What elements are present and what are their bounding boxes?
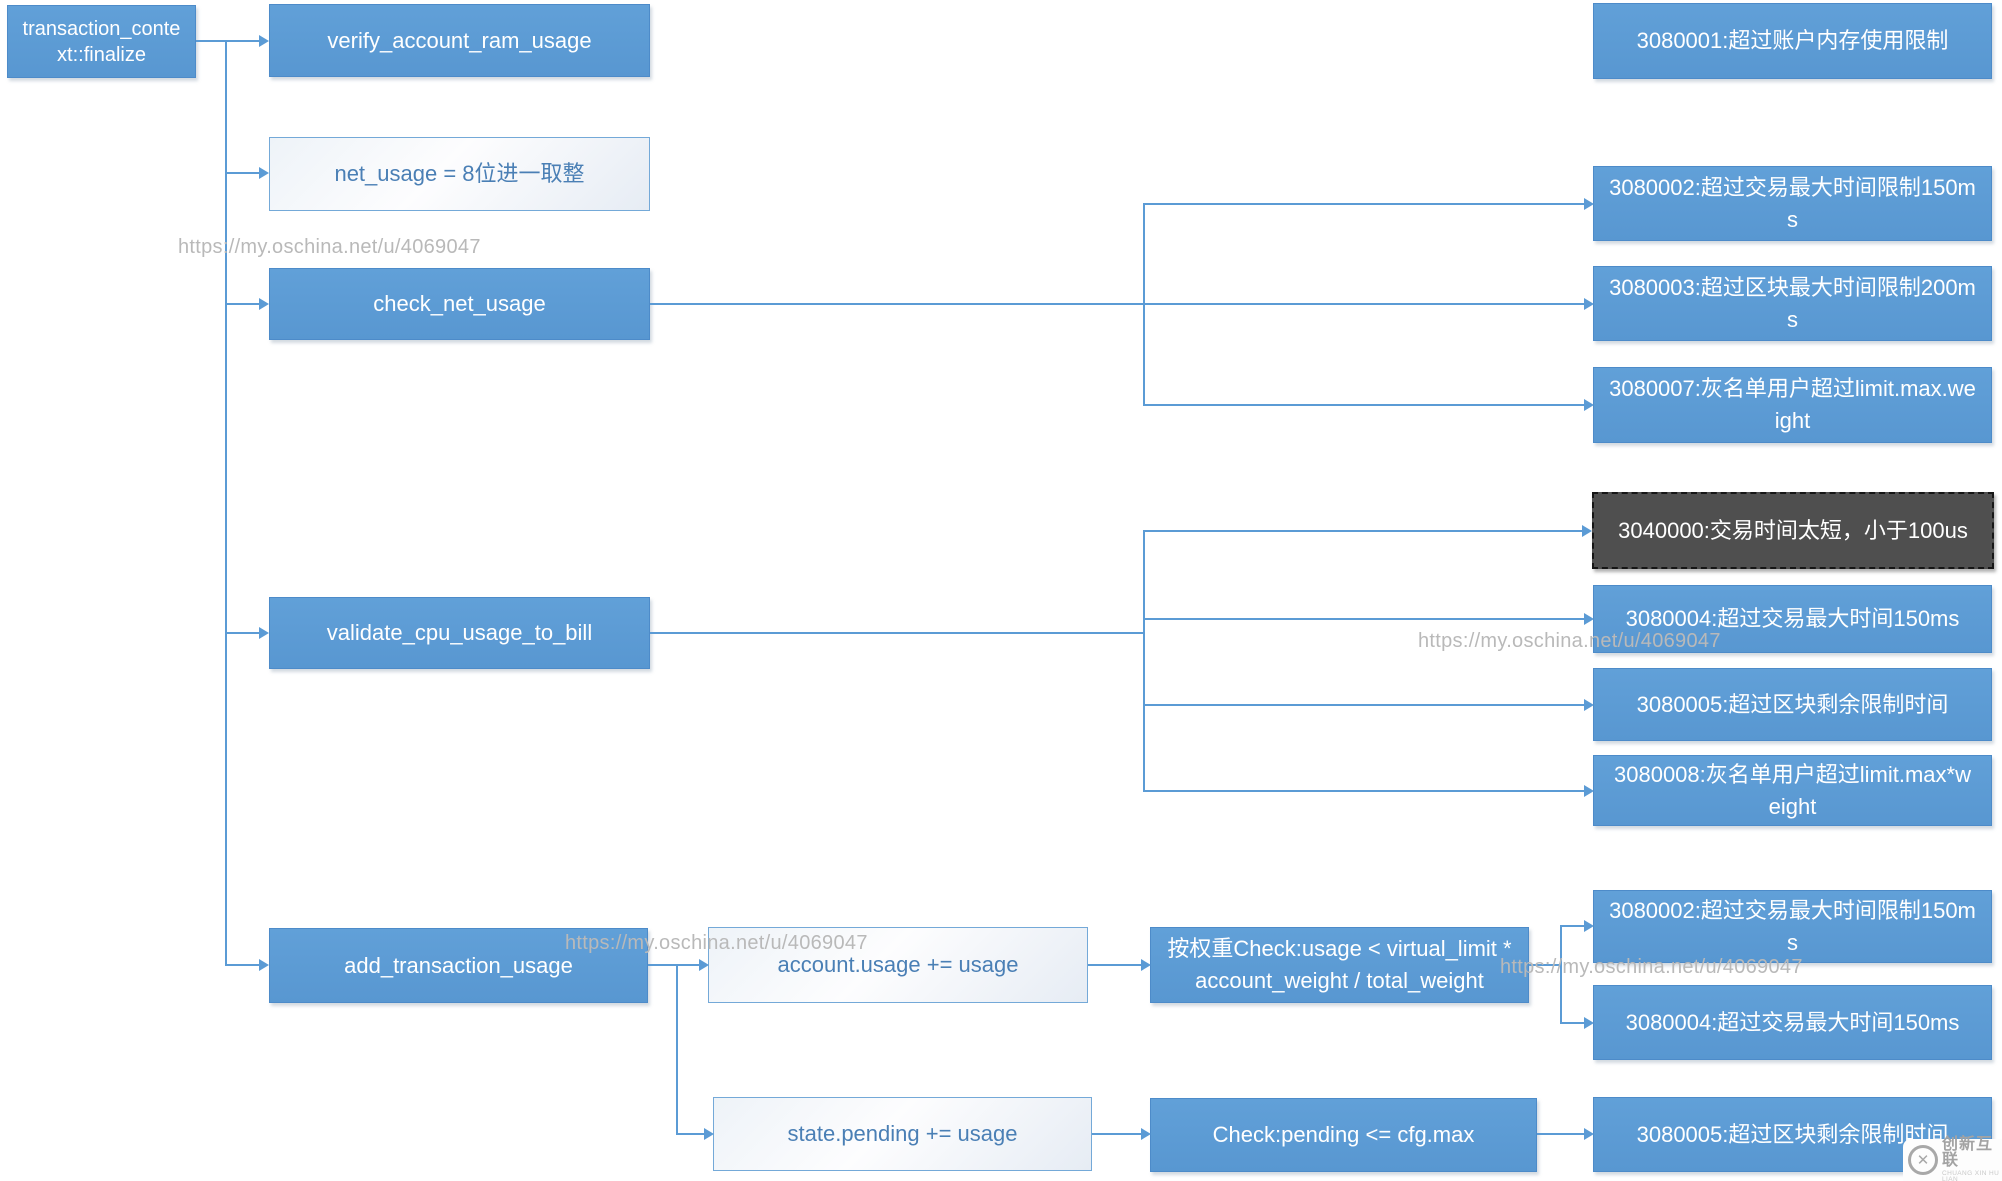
connector-line (1143, 203, 1584, 205)
arrow-icon (1584, 613, 1594, 625)
arrow-icon (1584, 699, 1594, 711)
node-add-transaction-usage: add_transaction_usage (269, 928, 648, 1003)
arrow-icon (1584, 1017, 1594, 1029)
connector-line (225, 632, 259, 634)
connector-line (196, 40, 260, 42)
arrow-icon (699, 959, 709, 971)
circle-x-logo-icon: ✕ (1908, 1145, 1938, 1175)
node-net-usage-round: net_usage = 8位进一取整 (269, 137, 650, 211)
connector-line (1143, 530, 1583, 532)
error-3080004-tx-max-time-2: 3080004:超过交易最大时间150ms (1593, 985, 1992, 1060)
error-3080002-tx-time: 3080002:超过交易最大时间限制150ms (1593, 166, 1992, 241)
arrow-icon (704, 1128, 714, 1140)
arrow-icon (259, 35, 269, 47)
connector-line (1143, 404, 1584, 406)
connector-line (225, 303, 259, 305)
arrow-icon (259, 167, 269, 179)
error-3080002-tx-time-2: 3080002:超过交易最大时间限制150ms (1593, 890, 1992, 963)
arrow-icon (1584, 399, 1594, 411)
error-3080001: 3080001:超过账户内存使用限制 (1593, 3, 1992, 79)
connector-line (1092, 1133, 1141, 1135)
error-3080007-greylist: 3080007:灰名单用户超过limit.max.weight (1593, 367, 1992, 443)
logo-subtitle: CHUANG XIN HU LIAN (1942, 1169, 2000, 1181)
connector-line (676, 1133, 704, 1135)
site-logo: ✕ 创新互联 CHUANG XIN HU LIAN (1903, 1135, 2002, 1181)
connector-line (1088, 964, 1141, 966)
connector-line (650, 303, 1143, 305)
connector-line (225, 41, 227, 965)
watermark-url: https://my.oschina.net/u/4069047 (1500, 956, 1803, 978)
node-verify-account-ram-usage: verify_account_ram_usage (269, 4, 650, 77)
error-3080003-block-time: 3080003:超过区块最大时间限制200ms (1593, 266, 1992, 341)
arrow-icon (1584, 298, 1594, 310)
node-pending-check: Check:pending <= cfg.max (1150, 1098, 1537, 1172)
connector-line (1143, 704, 1584, 706)
arrow-icon (1584, 198, 1594, 210)
connector-line (1537, 1133, 1584, 1135)
arrow-icon (1582, 525, 1592, 537)
connector-line (1560, 1022, 1584, 1024)
arrow-icon (259, 959, 269, 971)
connector-line (1143, 531, 1145, 791)
connector-line (1560, 926, 1562, 1023)
connector-line (676, 964, 678, 1134)
connector-line (225, 172, 259, 174)
arrow-icon (1141, 1128, 1151, 1140)
watermark-url: https://my.oschina.net/u/4069047 (1418, 630, 1721, 652)
connector-line (1143, 303, 1584, 305)
node-state-pending-add: state.pending += usage (713, 1097, 1092, 1171)
node-transaction-context-finalize: transaction_context::finalize (7, 5, 196, 78)
watermark-url: https://my.oschina.net/u/4069047 (565, 932, 868, 954)
logo-name: 创新互联 (1942, 1135, 1994, 1169)
arrow-icon (259, 298, 269, 310)
error-3080005-block-remaining: 3080005:超过区块剩余限制时间 (1593, 668, 1992, 741)
connector-line (1560, 925, 1584, 927)
arrow-icon (259, 627, 269, 639)
error-3040000-tx-too-short: 3040000:交易时间太短，小于100us (1592, 492, 1994, 569)
connector-line (648, 964, 699, 966)
connector-line (1529, 964, 1560, 966)
connector-line (225, 964, 259, 966)
node-weight-check: 按权重Check:usage < virtual_limit * account… (1150, 927, 1529, 1003)
arrow-icon (1584, 1128, 1594, 1140)
arrow-icon (1584, 785, 1594, 797)
node-account-usage-add: account.usage += usage (708, 927, 1088, 1003)
error-3080004-tx-max-time: 3080004:超过交易最大时间150ms (1593, 585, 1992, 653)
node-check-net-usage: check_net_usage (269, 268, 650, 340)
connector-line (1143, 618, 1584, 620)
connector-line (1143, 790, 1584, 792)
watermark-url: https://my.oschina.net/u/4069047 (178, 236, 481, 258)
error-3080008-greylist-weight: 3080008:灰名单用户超过limit.max*weight (1593, 755, 1992, 826)
node-validate-cpu-usage-to-bill: validate_cpu_usage_to_bill (269, 597, 650, 669)
connector-line (650, 632, 1143, 634)
arrow-icon (1584, 920, 1594, 932)
arrow-icon (1141, 959, 1151, 971)
